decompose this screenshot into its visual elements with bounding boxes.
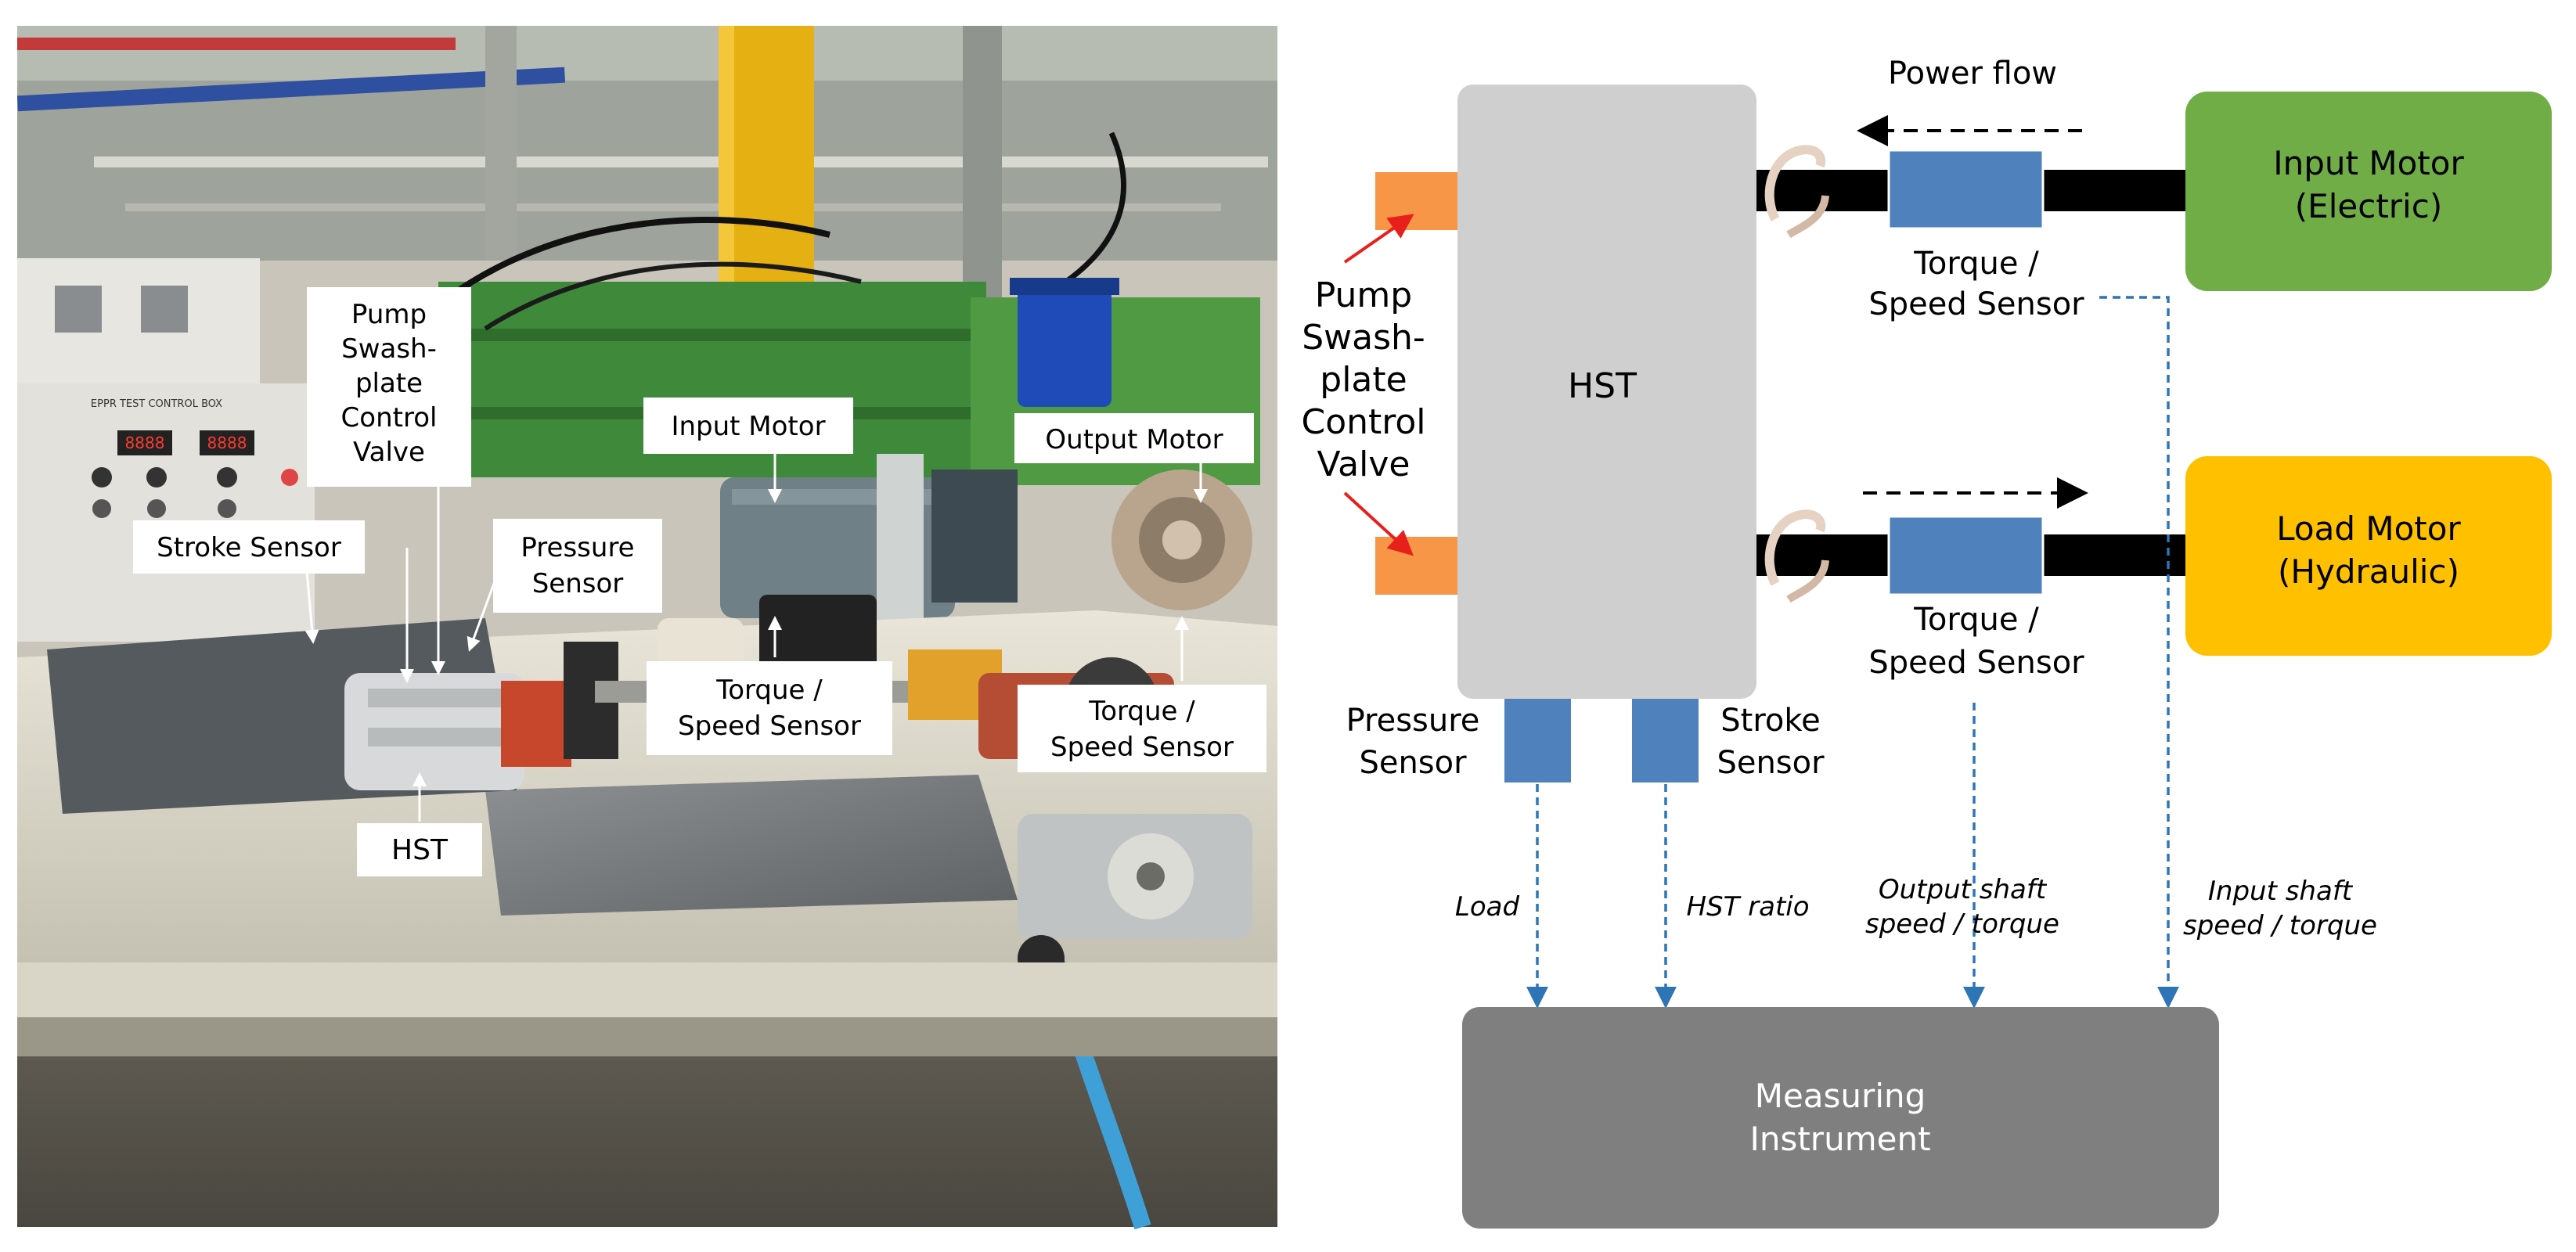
svg-text:Control: Control xyxy=(341,402,438,434)
diagram-label-pump-swashplate: Pump Swash- plate Control Valve xyxy=(1301,275,1425,484)
measuring-instrument-label-2: Instrument xyxy=(1749,1120,1930,1158)
signal-label-hst-ratio: HST ratio xyxy=(1686,891,1809,923)
svg-text:Speed Sensor: Speed Sensor xyxy=(1868,645,2084,681)
photo-label-torque-speed-right: Torque / Speed Sensor xyxy=(1018,685,1266,772)
pressure-sensor-block xyxy=(1504,699,1571,782)
photo-callout-pointers xyxy=(304,454,1208,822)
svg-text:Pressure: Pressure xyxy=(521,532,634,563)
svg-text:Valve: Valve xyxy=(353,437,425,468)
svg-text:plate: plate xyxy=(355,368,423,399)
photo-label-stroke-sensor: Stroke Sensor xyxy=(133,520,365,574)
svg-text:Torque /: Torque / xyxy=(715,675,823,706)
svg-text:Pump: Pump xyxy=(351,299,427,330)
svg-text:Torque /: Torque / xyxy=(1088,696,1195,727)
svg-text:plate: plate xyxy=(1320,360,1407,400)
signal-label-input-shaft-2: speed / torque xyxy=(2183,910,2377,941)
svg-text:Speed Sensor: Speed Sensor xyxy=(1868,286,2084,322)
swashplate-actuator-bottom xyxy=(1375,537,1457,595)
svg-text:8888: 8888 xyxy=(207,434,247,452)
signal-label-output-shaft: Output shaft xyxy=(1879,874,2048,905)
swashplate-actuator-top xyxy=(1375,172,1457,230)
svg-text:Torque /: Torque / xyxy=(1913,246,2039,282)
measuring-instrument-label: Measuring xyxy=(1755,1077,1926,1115)
pressure-sensor-label: Pressure xyxy=(1346,703,1480,739)
stroke-sensor-label-2: Sensor xyxy=(1717,745,1825,781)
svg-text:Stroke Sensor: Stroke Sensor xyxy=(157,532,341,563)
signal-lines xyxy=(1526,296,2179,1009)
photo-label-pressure-sensor: Pressure Sensor xyxy=(493,519,662,613)
input-motor-box xyxy=(2185,92,2552,291)
svg-text:Swash-: Swash- xyxy=(341,333,437,365)
photo-label-input-motor: Input Motor xyxy=(643,398,853,454)
signal-label-load: Load xyxy=(1455,891,1520,923)
input-coupling-icon xyxy=(1764,145,1829,239)
pressure-sensor-label-2: Sensor xyxy=(1359,745,1467,781)
svg-text:8888: 8888 xyxy=(125,434,165,452)
torque-sensor-bottom xyxy=(1887,515,2045,596)
output-coupling-icon xyxy=(1764,509,1829,603)
svg-text:Speed Sensor: Speed Sensor xyxy=(1050,732,1234,763)
torque-sensor-top xyxy=(1887,149,2045,230)
input-motor-label: Input Motor xyxy=(2273,144,2464,182)
svg-text:Output Motor: Output Motor xyxy=(1045,424,1223,455)
load-motor-label: Load Motor xyxy=(2276,509,2461,548)
measuring-instrument-box xyxy=(1462,1007,2219,1229)
diagram-label-torque-bottom: Torque / Speed Sensor xyxy=(1868,602,2084,681)
hst-label: HST xyxy=(1568,366,1637,406)
photo-label-torque-speed-center: Torque / Speed Sensor xyxy=(647,661,892,755)
signal-label-input-shaft: Input shaft xyxy=(2208,876,2354,907)
svg-text:Control: Control xyxy=(1301,402,1425,442)
hst-block xyxy=(1457,85,1756,699)
control-box-caption: EPPR TEST CONTROL BOX xyxy=(91,398,222,410)
stroke-sensor-label: Stroke xyxy=(1720,703,1820,739)
stroke-sensor-block xyxy=(1632,699,1699,782)
svg-text:HST: HST xyxy=(391,834,449,866)
svg-text:Torque /: Torque / xyxy=(1913,602,2039,638)
photo-labels: Pump Swash- plate Control Valve Input Mo… xyxy=(133,287,1266,876)
input-motor-type: (Electric) xyxy=(2295,187,2442,225)
photo-label-pump-swashplate: Pump Swash- plate Control Valve xyxy=(307,287,471,487)
svg-text:Speed Sensor: Speed Sensor xyxy=(678,711,861,742)
pointer-to-bottom-actuator xyxy=(1343,491,1414,556)
power-flow-label: Power flow xyxy=(1888,56,2057,92)
diagram-label-torque-top: Torque / Speed Sensor xyxy=(1868,246,2084,322)
signal-line-input-shaft xyxy=(2099,296,2179,1009)
svg-text:Pump: Pump xyxy=(1315,275,1412,315)
schematic-diagram: HST Pump Swash- plate Control Valve Powe… xyxy=(1301,56,2552,1229)
svg-text:Sensor: Sensor xyxy=(532,568,624,599)
test-bench-photo: EPPR TEST CONTROL BOX 8888 8888 xyxy=(16,26,1277,1230)
svg-text:Valve: Valve xyxy=(1317,444,1410,484)
photo-label-hst: HST xyxy=(357,823,482,876)
photo-label-output-motor: Output Motor xyxy=(1014,413,1254,463)
svg-text:Swash-: Swash- xyxy=(1302,318,1425,358)
load-motor-type: (Hydraulic) xyxy=(2278,552,2459,591)
signal-label-output-shaft-2: speed / torque xyxy=(1865,908,2059,940)
pointer-to-top-actuator xyxy=(1343,214,1414,264)
svg-text:Input Motor: Input Motor xyxy=(671,411,825,442)
load-motor-box xyxy=(2185,456,2552,656)
